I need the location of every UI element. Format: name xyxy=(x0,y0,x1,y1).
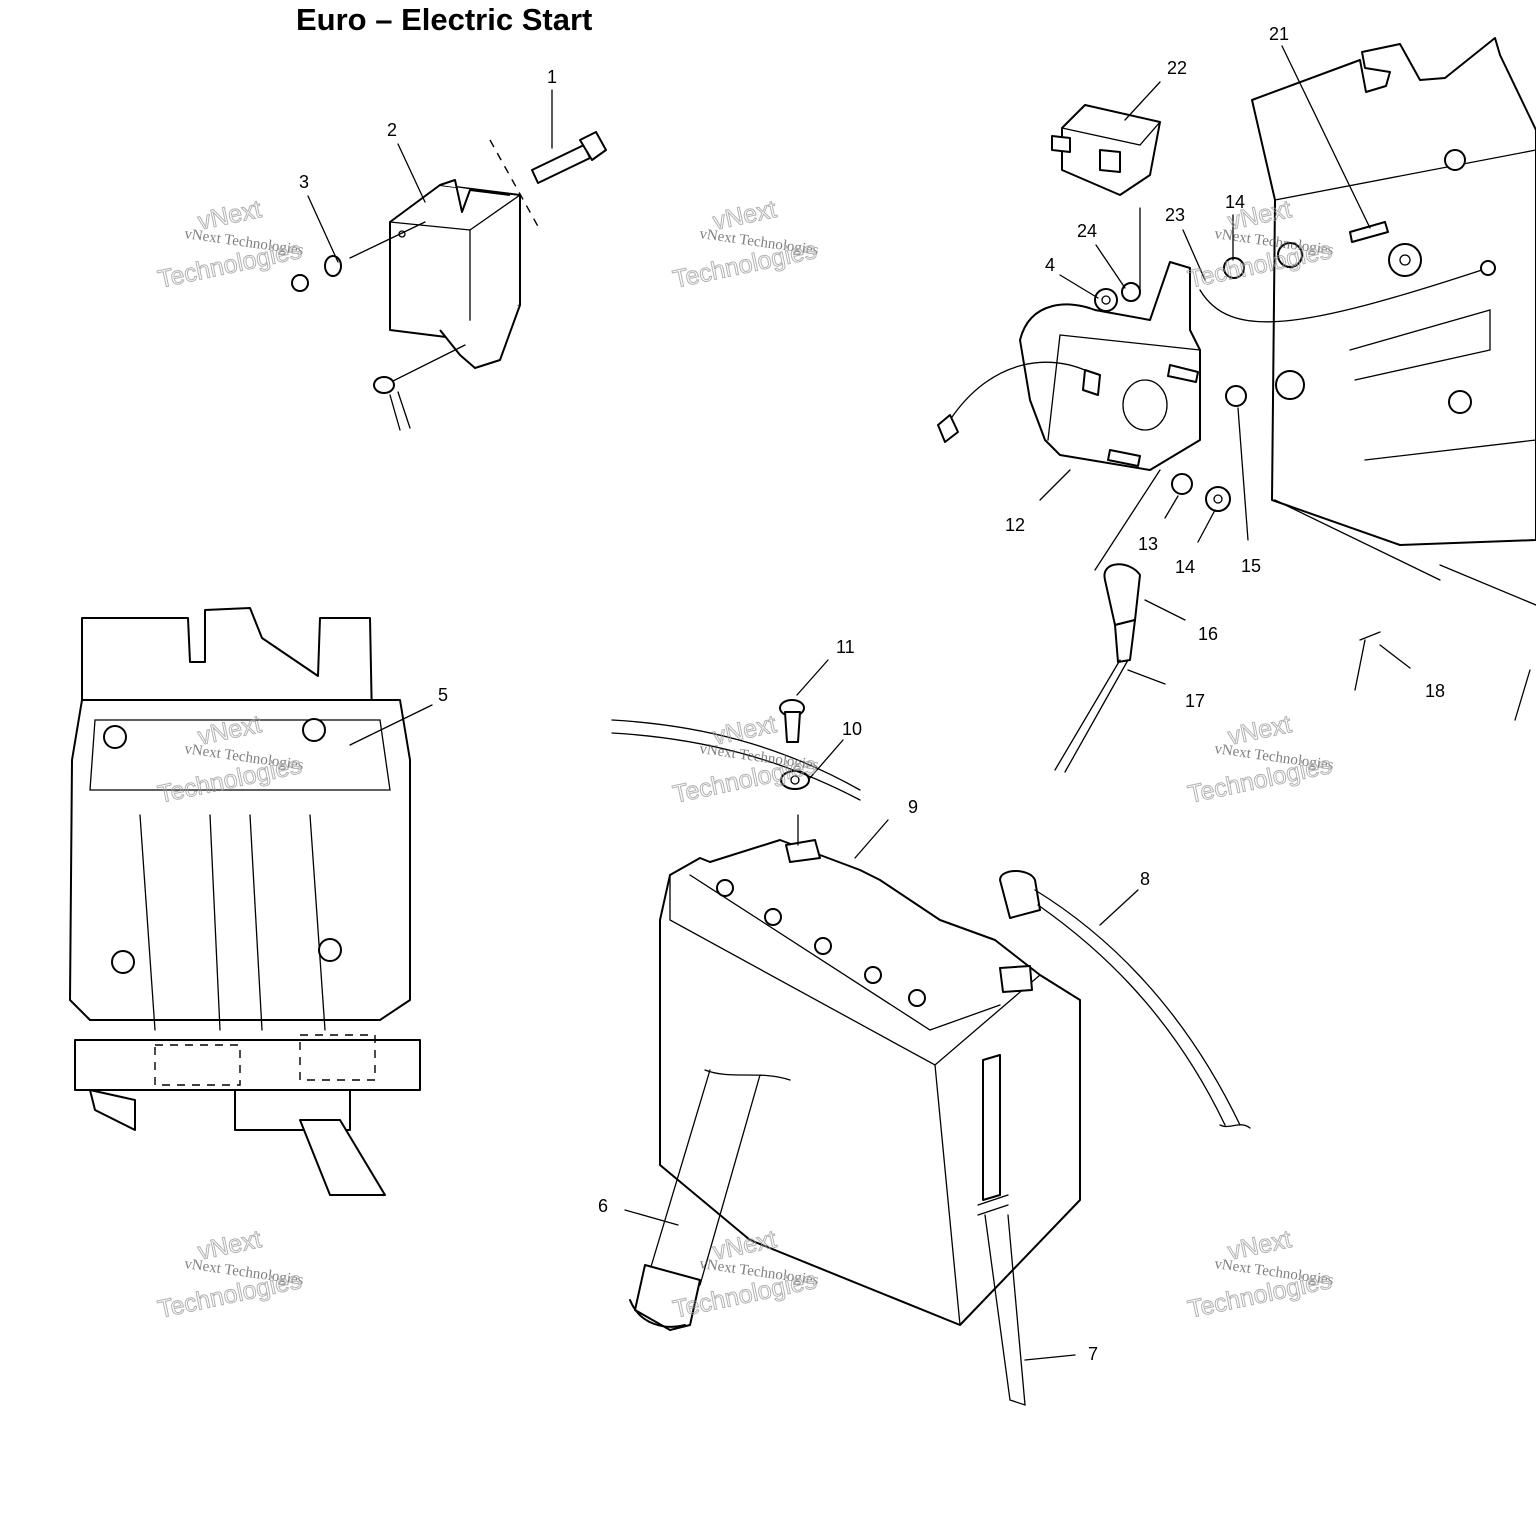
callout-17: 17 xyxy=(1185,691,1205,711)
watermark: vNext vNext Technologies Technologies xyxy=(155,195,305,295)
watermark: vNext vNext Technologies Technologies xyxy=(670,195,820,295)
part-cable-boot xyxy=(1054,563,1141,773)
callout-18: 18 xyxy=(1425,681,1445,701)
callout-4: 4 xyxy=(1045,255,1055,275)
part-bracket-frame xyxy=(1199,37,1536,721)
callout-6: 6 xyxy=(598,1196,608,1216)
part-negative-cable xyxy=(629,1069,791,1331)
callout-7: 7 xyxy=(1088,1344,1098,1364)
callout-24: 24 xyxy=(1077,221,1097,241)
callout-2: 2 xyxy=(387,120,397,140)
part-positive-cable xyxy=(999,870,1251,1129)
part-bolt xyxy=(489,131,607,231)
callout-10: 10 xyxy=(842,719,862,739)
watermark: vNext vNext Technologies Technologies xyxy=(1185,1225,1335,1325)
part-solenoid xyxy=(937,261,1201,471)
callout-14-upper: 14 xyxy=(1225,192,1245,212)
part-vent-tube xyxy=(977,1054,1026,1406)
callout-11: 11 xyxy=(836,637,855,657)
part-terminal-bolt xyxy=(611,699,861,846)
diagram-title: Euro – Electric Start xyxy=(296,2,593,37)
callout-8: 8 xyxy=(1140,869,1150,889)
callout-21: 21 xyxy=(1269,24,1289,44)
callout-14-lower: 14 xyxy=(1175,557,1195,577)
part-battery-box xyxy=(69,607,421,1196)
callout-1: 1 xyxy=(547,67,557,87)
part-regulator xyxy=(349,179,521,386)
callout-9: 9 xyxy=(908,797,918,817)
part-small-hardware xyxy=(1094,257,1247,571)
watermark: vNext vNext Technologies Technologies xyxy=(155,1225,305,1325)
callout-15: 15 xyxy=(1241,556,1261,576)
callout-22: 22 xyxy=(1167,58,1187,78)
callout-13: 13 xyxy=(1138,534,1158,554)
callout-numbers: 1 2 3 4 5 6 7 8 9 10 11 12 13 14 14 15 1… xyxy=(299,24,1445,1364)
leader-lines xyxy=(307,45,1411,1361)
part-battery xyxy=(659,839,1081,1326)
callout-23: 23 xyxy=(1165,205,1185,225)
callout-16: 16 xyxy=(1198,624,1218,644)
callout-12: 12 xyxy=(1005,515,1025,535)
callout-5: 5 xyxy=(438,685,448,705)
part-connector xyxy=(1051,104,1161,291)
watermark: vNext vNext Technologies Technologies xyxy=(1185,710,1335,810)
callout-3: 3 xyxy=(299,172,309,192)
